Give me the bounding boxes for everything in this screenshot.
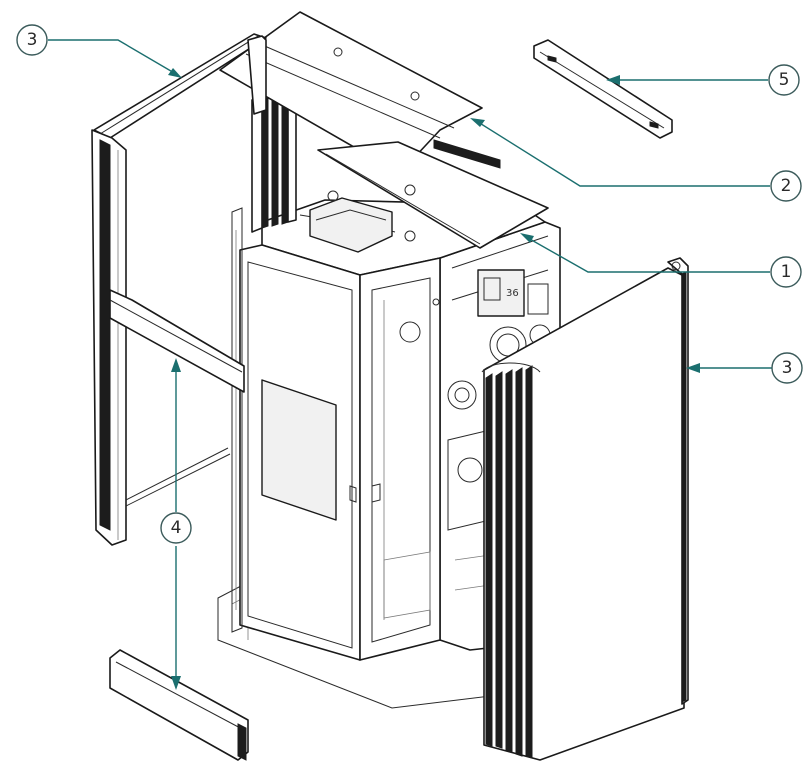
callout-5: 5 bbox=[768, 64, 800, 96]
callout-4-number: 4 bbox=[171, 518, 182, 538]
callout-5-number: 5 bbox=[779, 70, 790, 90]
callout-3-left-ring bbox=[16, 24, 48, 56]
chassis-side bbox=[359, 257, 441, 661]
svg-text:36: 36 bbox=[506, 288, 519, 299]
base-plate bbox=[109, 649, 249, 761]
left-side-panel bbox=[91, 33, 267, 546]
front-door bbox=[231, 207, 361, 661]
callout-1: 1 bbox=[770, 256, 802, 288]
leader-lines bbox=[48, 39, 772, 690]
right-side-panel bbox=[481, 257, 689, 761]
callout-3-left: 3 bbox=[16, 24, 48, 56]
back-stiffener bbox=[251, 91, 297, 233]
callout-3-left-number: 3 bbox=[27, 30, 38, 50]
callout-1-ring bbox=[770, 256, 802, 288]
callout-2-ring bbox=[770, 170, 802, 202]
callout-4: 4 bbox=[160, 512, 192, 544]
rail bbox=[533, 39, 673, 139]
callout-3-right: 3 bbox=[771, 352, 803, 384]
callout-2-number: 2 bbox=[781, 176, 792, 196]
callout-3-right-ring bbox=[771, 352, 803, 384]
top-cover-rear bbox=[219, 11, 501, 169]
callout-3-right-number: 3 bbox=[782, 358, 793, 378]
callout-4-ring bbox=[160, 512, 192, 544]
callout-5-ring bbox=[768, 64, 800, 96]
top-cover-front bbox=[317, 141, 549, 249]
callout-2: 2 bbox=[770, 170, 802, 202]
callout-1-number: 1 bbox=[781, 262, 792, 282]
